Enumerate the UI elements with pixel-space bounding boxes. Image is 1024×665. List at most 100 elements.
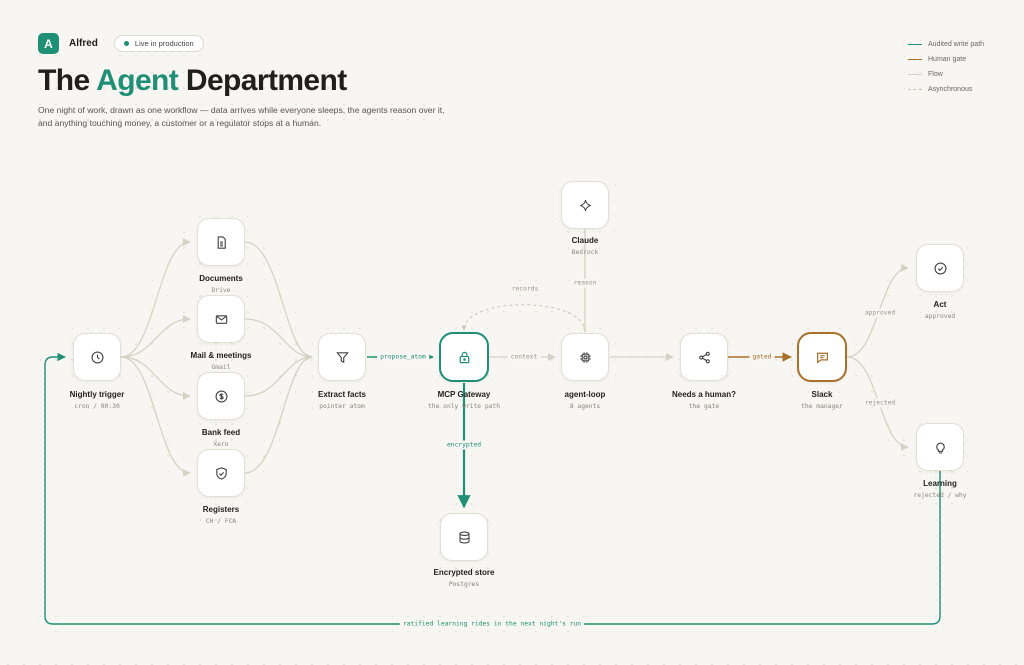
chip-icon	[579, 351, 591, 363]
caption-learning: Learning rejected / why	[885, 479, 995, 499]
node-mail-meetings[interactable]	[197, 295, 245, 343]
node-subtitle: Postgres	[448, 580, 480, 588]
caption-nightly-trigger: Nightly trigger cron / 00:30	[42, 390, 152, 410]
legend-swatch-audited	[908, 44, 922, 45]
legend-label: Asynchronous	[928, 86, 973, 93]
title-prefix: The	[38, 64, 97, 97]
legend-swatch-flow	[908, 74, 922, 75]
edge-label-encrypted: encrypted	[443, 440, 485, 450]
status-text: Live in production	[134, 39, 194, 48]
node-learning[interactable]	[916, 423, 964, 471]
edge-label-gated: gated	[749, 352, 775, 362]
edge-label-context: context	[507, 352, 541, 362]
node-agent-loop[interactable]	[561, 333, 609, 381]
edge-label-records: records	[508, 284, 542, 294]
sparkle-icon	[578, 199, 592, 211]
bulb-icon	[935, 442, 945, 453]
edge-label-propose: propose_atom	[377, 352, 429, 362]
node-slack[interactable]	[797, 332, 847, 382]
edge-trigger-mail	[120, 315, 191, 358]
node-mcp-gateway[interactable]	[439, 332, 489, 382]
filter-icon	[335, 351, 349, 363]
legend: Audited write path Human gate Flow Async…	[908, 37, 984, 97]
page-title: The Agent Department	[38, 64, 347, 98]
node-subtitle: cron / 00:30	[74, 402, 120, 410]
caption-bank-feed: Bank feed Xero	[166, 428, 276, 448]
app-logo: A	[38, 33, 59, 54]
edge-mail-extract	[244, 318, 313, 361]
caption-needs-human: Needs a human? the gate	[649, 390, 759, 410]
node-subtitle: Xero	[213, 440, 229, 448]
title-accent: Agent	[96, 64, 179, 97]
legend-item-async: Asynchronous	[908, 82, 984, 97]
node-subtitle: the manager	[801, 402, 843, 410]
node-needs-human[interactable]	[680, 333, 728, 381]
caption-act: Act approved	[885, 300, 995, 320]
node-encrypted-store[interactable]	[440, 513, 488, 561]
node-documents[interactable]	[197, 218, 245, 266]
node-title: Nightly trigger	[69, 390, 125, 399]
node-title: Encrypted store	[433, 568, 495, 577]
clock-icon	[90, 350, 104, 364]
edge-label-reason: reason	[570, 278, 600, 288]
node-act[interactable]	[916, 244, 964, 292]
caption-slack: Slack the manager	[767, 390, 877, 410]
legend-item-flow: Flow	[908, 67, 984, 82]
legend-swatch-gate	[908, 59, 922, 60]
node-nightly-trigger[interactable]	[73, 333, 121, 381]
check-circle-icon	[933, 261, 947, 275]
legend-label: Human gate	[928, 56, 967, 63]
node-subtitle: Drive	[211, 286, 231, 294]
mail-icon	[215, 314, 227, 324]
edge-label-approved: approved	[861, 308, 899, 318]
caption-documents: Documents Drive	[166, 274, 276, 294]
coin-icon	[214, 389, 228, 403]
caption-mail-meetings: Mail & meetings Gmail	[166, 351, 276, 371]
node-title: agent-loop	[564, 390, 606, 399]
caption-registers: Registers CH / FCA	[166, 505, 276, 525]
node-subtitle: rejected / why	[913, 491, 967, 499]
edge-learning-loop	[44, 352, 941, 625]
node-title: MCP Gateway	[437, 390, 491, 399]
node-title: Documents	[199, 274, 243, 283]
node-subtitle: approved	[924, 312, 956, 320]
edge-registers-extract	[244, 353, 313, 474]
node-title: Bank feed	[201, 428, 241, 437]
caption-encrypted-store: Encrypted store Postgres	[409, 568, 519, 588]
node-subtitle: Gmail	[211, 363, 231, 371]
node-title: Registers	[202, 505, 240, 514]
node-bank-feed[interactable]	[197, 372, 245, 420]
document-icon	[217, 235, 226, 249]
node-title: Learning	[923, 479, 957, 488]
node-extract-facts[interactable]	[318, 333, 366, 381]
node-subtitle: the gate	[688, 402, 720, 410]
node-title: Mail & meetings	[190, 351, 252, 360]
node-title: Extract facts	[317, 390, 367, 399]
caption-mcp-gateway: MCP Gateway the only write path	[409, 390, 519, 410]
status-dot-icon	[123, 41, 129, 46]
caption-claude: Claude Bedrock	[530, 236, 640, 256]
edge-trigger-bank	[120, 356, 191, 400]
node-claude[interactable]	[561, 181, 609, 229]
legend-item-gate: Human gate	[908, 52, 984, 67]
edge-trigger-registers	[120, 356, 191, 477]
chat-icon	[816, 352, 828, 364]
node-subtitle: 8 agents	[569, 402, 601, 410]
edge-agent-mcp-records	[461, 304, 586, 333]
title-suffix: Department	[178, 64, 347, 97]
brand: A Alfred Live in production	[38, 33, 204, 54]
edge-label-loop: ratified learning rides in the next nigh…	[399, 619, 585, 629]
node-title: Slack	[811, 390, 833, 399]
status-badge: Live in production	[113, 35, 204, 52]
brand-name: Alfred	[69, 38, 98, 49]
legend-label: Flow	[928, 71, 943, 78]
edge-bank-extract	[244, 353, 313, 397]
legend-swatch-async	[908, 89, 922, 90]
node-subtitle: the only write path	[427, 402, 501, 410]
edge-documents-extract	[244, 241, 313, 361]
shield-icon	[215, 466, 227, 480]
database-icon	[458, 531, 470, 544]
node-registers[interactable]	[197, 449, 245, 497]
edge-label-rejected: rejected	[861, 398, 899, 408]
